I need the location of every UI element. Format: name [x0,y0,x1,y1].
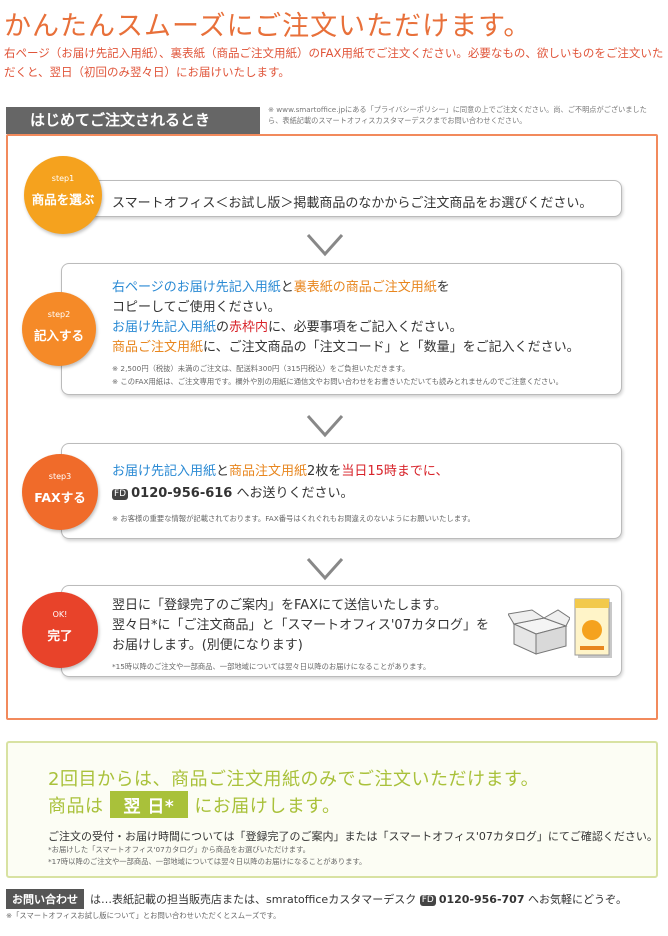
step4-box: 翌日に「登録完了のご案内」をFAXにて送信いたします。 翌々日*に「ご注文商品」… [61,585,622,677]
step3-title: FAXする [34,490,86,505]
catalog-icon [574,598,612,658]
step2-note2: ※ このFAX用紙は、ご注文専用です。欄外や別の用紙に通信文やお問い合わせをお書… [112,377,563,386]
step2-line1-b: と [280,280,294,295]
step2-line4: 商品ご注文用紙に、ご注文商品の「注文コード」と「数量」をご記入ください。 [112,338,580,358]
step2-line4-a: 商品ご注文用紙 [112,340,204,355]
inquiry-note: ※「スマートオフィスお試し版について」とお問い合わせいただくとスムーズです。 [6,911,281,920]
step2-box: 右ページのお届け先記入用紙と裏表紙の商品ご注文用紙を コピーしてご使用ください。… [61,263,622,395]
first-order-tab: はじめてご注文されるとき [6,107,260,134]
step4-label: OK! [52,610,68,619]
step4-line1: 翌日に「登録完了のご案内」をFAXにて送信いたします。 [112,598,447,613]
freedial-icon: FD [419,895,436,906]
second-order-line2: 商品は翌 日*にお届けします。 [48,791,341,818]
step3-line1: お届け先記入用紙と商品注文用紙2枚を当日15時までに、 [112,462,475,482]
step1-label: step1 [51,174,75,183]
step2-line3-d: に、必要事項をご記入ください。 [268,320,463,335]
step3-line1-a: お届け先記入用紙 [112,464,217,479]
next-day-badge: 翌 日* [109,791,189,818]
step2-circle: step2 記入する [22,292,96,366]
step3-line1-e: 当日15時までに、 [341,464,449,479]
down-arrow-icon [306,414,344,438]
second-order-line2-b: にお届けします。 [194,796,341,817]
step2-line3-c: 赤枠内 [229,320,269,335]
step2-line3: お届け先記入用紙の赤枠内に、必要事項をご記入ください。 [112,318,580,338]
step4-circle: OK! 完了 [22,592,98,668]
step1-circle: step1 商品を選ぶ [24,156,102,234]
inquiry-text-b: へお気軽にどうぞ。 [527,893,627,906]
step2-line1-a: 右ページのお届け先記入用紙 [112,280,281,295]
step3-line1-d: 2枚を [307,464,342,479]
step3-phone: 0120-956-616 [131,486,233,501]
step2-line4-b: に、ご注文商品の「注文コード」と「数量」をご記入ください。 [203,340,580,355]
step2-note1: ※ 2,500円（税抜）未満のご注文は、配送料300円（315円税込）をご負担い… [112,364,410,373]
step3-line1-c: 商品注文用紙 [229,464,308,479]
step2-label: step2 [47,310,71,319]
first-order-frame [6,134,658,720]
step2-line2: コピーしてご使用ください。 [112,300,281,315]
freedial-icon: FD [112,489,129,500]
step3-note: ※ お客様の重要な情報が記載されております。FAX番号はくれぐれもお間違えのない… [112,514,475,523]
second-order-box: 2回目からは、商品ご注文用紙のみでご注文いただけます。 商品は翌 日*にお届けし… [6,741,658,878]
step1-box: スマートオフィス＜お試し版＞掲載商品のなかからご注文商品をお選びください。 [61,180,622,217]
step2-line1-c: 裏表紙の商品ご注文用紙 [293,280,437,295]
down-arrow-icon [306,557,344,581]
privacy-note: ※ www.smartoffice.jpにある「プライバシーポリシー」に同意の上… [268,105,647,125]
step3-label: step3 [48,472,72,481]
intro-text: 右ページ（お届け先記入用紙）、裏表紙（商品ご注文用紙）のFAX用紙でご注文くださ… [4,46,664,79]
step4-line2: 翌々日*に「ご注文商品」と「スマートオフィス'07カタログ」を [112,618,489,633]
inquiry-text-a: は…表紙記載の担当販売店または、smratofficeカスタマーデスク [90,893,417,906]
step3-line1-b: と [216,464,230,479]
down-arrow-icon [306,233,344,257]
step4-title: 完了 [47,628,73,643]
second-order-note1: *お届けした「スマートオフィス'07カタログ」から商品をお選びいただけます。 [48,845,310,854]
second-order-notes: *お届けした「スマートオフィス'07カタログ」から商品をお選びいただけます。 *… [48,844,366,868]
step1-title: 商品を選ぶ [31,192,95,207]
inquiry-label: お問い合わせ [6,889,84,909]
delivery-box-icon [508,609,570,655]
step4-line3: お届けします。(別便になります) [112,638,303,653]
step4-note: *15時以降のご注文や一部商品、一部地域については翌々日以降のお届けになることが… [112,662,431,671]
step3-line2-tail: へお送りください。 [236,486,354,501]
step3-circle: step3 FAXする [22,454,98,530]
second-order-info: ご注文の受付・お届け時間については「登録完了のご案内」または「スマートオフィス'… [48,830,658,843]
step2-title: 記入する [33,328,84,343]
step2-line1-d: を [436,280,450,295]
step2-line3-a: お届け先記入用紙 [112,320,217,335]
second-order-line1: 2回目からは、商品ご注文用紙のみでご注文いただけます。 [48,769,540,790]
step1-text: スマートオフィス＜お試し版＞掲載商品のなかからご注文商品をお選びください。 [112,196,593,211]
inquiry-phone: 0120-956-707 [438,893,525,906]
second-order-line2-a: 商品は [48,796,104,817]
step2-line1: 右ページのお届け先記入用紙と裏表紙の商品ご注文用紙を [112,278,580,298]
page-title: かんたんスムーズにご注文いただけます。 [4,11,532,42]
step2-line3-b: の [216,320,230,335]
second-order-note2: *17時以降のご注文や一部商品、一部地域については翌々日以降のお届けになることが… [48,857,367,866]
